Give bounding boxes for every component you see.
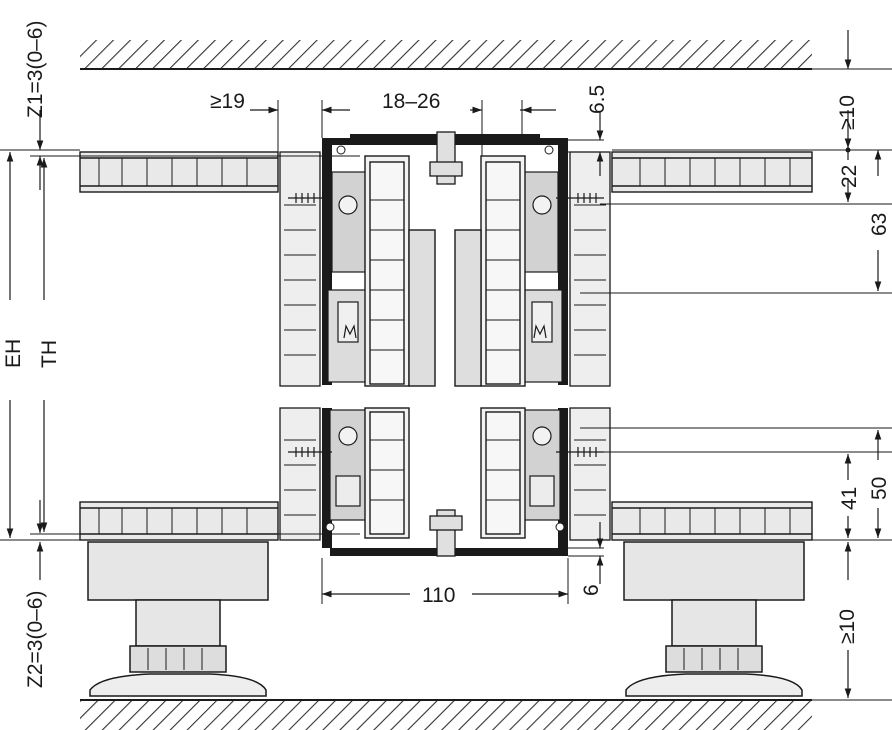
dimension-dot — [845, 147, 851, 153]
right-door-leaf — [454, 155, 526, 539]
label-bottom-fix-b: 41 — [838, 487, 861, 510]
right-upper-carrier — [521, 171, 563, 383]
bottom-center-guide — [429, 509, 463, 557]
label-eh: EH — [2, 339, 25, 368]
left-upright-panel — [279, 151, 321, 541]
label-door-range: 18–26 — [382, 90, 440, 113]
label-offset-top: 6.5 — [586, 85, 609, 114]
left-upper-carrier — [327, 171, 369, 383]
dimension-labels: Z1=3(0–6) EH TH Z2=3(0–6) ≥19 18–26 6.5 … — [2, 21, 891, 688]
ceiling — [80, 40, 812, 70]
dimension-arrows — [6, 30, 882, 698]
right-top-panel — [611, 151, 813, 193]
label-ceiling-clearance: ≥10 — [836, 95, 859, 130]
label-min-side-gap: ≥19 — [210, 90, 245, 113]
floor — [80, 699, 812, 730]
top-center-guide — [429, 131, 463, 185]
label-top-rail-height: 22 — [838, 165, 861, 188]
label-bottom-width: 110 — [422, 584, 455, 607]
label-top-to-fix: 63 — [868, 213, 891, 236]
left-top-panel — [79, 151, 279, 193]
label-floor-clearance: ≥10 — [836, 609, 859, 644]
label-bottom-fix-a: 50 — [868, 477, 891, 500]
label-z2: Z2=3(0–6) — [24, 591, 47, 688]
extension-lines — [0, 68, 892, 701]
label-th: TH — [38, 340, 61, 368]
right-lower-carrier — [523, 409, 561, 521]
right-upright-panel — [569, 151, 611, 541]
left-lower-carrier — [329, 409, 367, 521]
right-foot — [623, 541, 805, 697]
label-offset-bottom: 6 — [580, 584, 603, 596]
left-door-leaf — [364, 155, 436, 539]
left-foot — [87, 541, 269, 697]
label-z1: Z1=3(0–6) — [24, 21, 47, 118]
right-bottom-panel — [611, 501, 813, 541]
